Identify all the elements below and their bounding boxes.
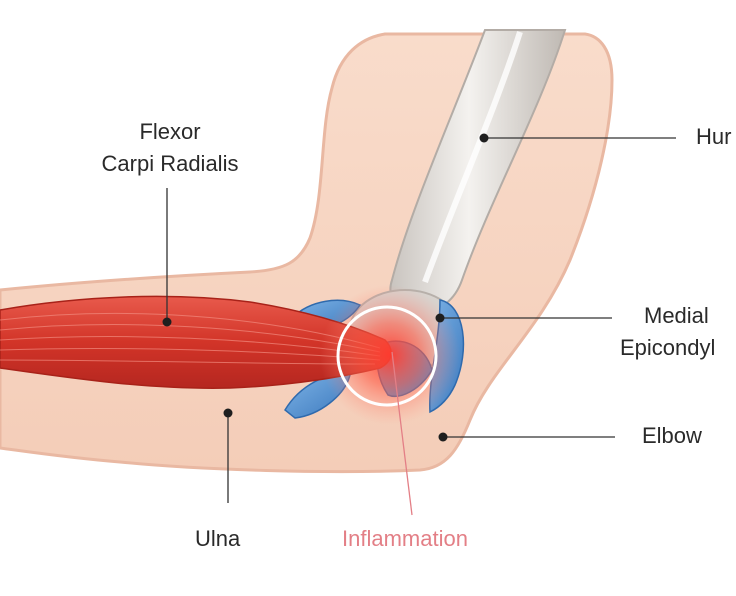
leader-inflammation	[391, 351, 413, 516]
label-humerus: Hur	[696, 124, 732, 149]
label-inflammation: Inflammation	[342, 526, 468, 551]
label-medial-epicondyle: Medial Epicondyl	[620, 300, 715, 364]
label-medial-line1: Medial	[644, 303, 709, 328]
label-flexor-line2: Carpi Radialis	[101, 151, 239, 176]
leader-dots	[162, 133, 489, 442]
label-ulna: Ulna	[195, 526, 241, 551]
label-elbow: Elbow	[642, 423, 702, 448]
humerus-highlight	[422, 31, 523, 284]
label-medial-line2: Epicondyl	[620, 335, 716, 360]
label-flexor-carpi-radialis: Flexor Carpi Radialis	[70, 116, 270, 180]
label-flexor-line1: Flexor	[139, 119, 201, 144]
leader-lines	[166, 137, 676, 516]
inflammation-ring	[336, 305, 438, 407]
